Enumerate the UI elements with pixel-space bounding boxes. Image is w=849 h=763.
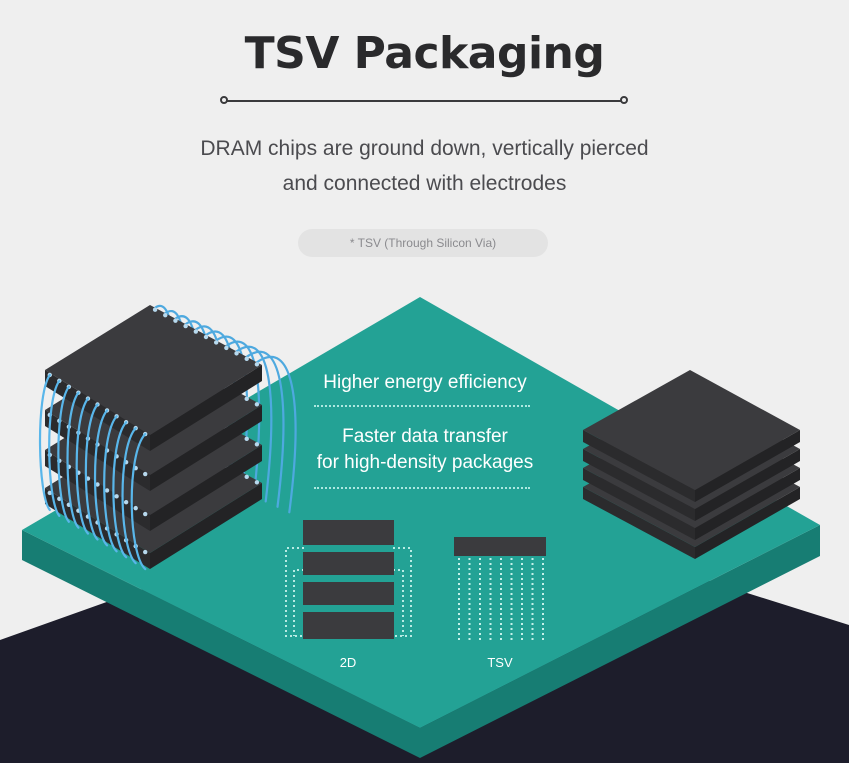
tsv-pin: [203, 334, 209, 340]
benefit-divider-1: [314, 405, 530, 407]
subtitle-line-2: and connected with electrodes: [282, 172, 567, 195]
front-wire-4: [66, 391, 80, 529]
front-wire-6: [84, 403, 99, 541]
subtitle-line-1: DRAM chips are ground down, vertically p…: [200, 137, 649, 160]
right-chip-stack: [583, 370, 800, 559]
tsv-pin: [244, 436, 249, 442]
label-tsv: TSV: [487, 655, 513, 670]
2d-stack-diagram: [285, 520, 412, 639]
benefit-faster-transfer-line-1: Faster data transfer: [342, 426, 508, 447]
underline-right-dot: [620, 96, 628, 104]
front-wire-9: [112, 421, 128, 559]
front-wire-10: [121, 427, 137, 565]
tsv-pin: [213, 340, 219, 345]
2d-chip-3: [303, 582, 394, 605]
tsv-pin: [143, 471, 148, 477]
tsv-pin: [95, 482, 100, 487]
tsv-pin: [133, 505, 138, 511]
platform-top: [22, 297, 820, 728]
front-wire-2: [48, 379, 61, 517]
2d-chip-1: [303, 520, 394, 545]
tsv-pin: [244, 356, 249, 362]
tsv-pin: [47, 490, 52, 496]
front-wire-5: [75, 397, 90, 535]
tsv-pin: [244, 474, 249, 480]
tsv-pin: [173, 318, 178, 323]
benefit-faster-transfer-line-2: for high-density packages: [316, 452, 534, 473]
benefit-energy-efficiency: Higher energy efficiency: [323, 372, 527, 393]
tsv-pin: [123, 500, 129, 505]
left-stack-front-wires: [38, 373, 147, 571]
tsv-pin: [254, 442, 260, 447]
tsv-pin: [152, 307, 158, 312]
tsv-pin: [143, 511, 148, 517]
title-underline: [220, 96, 628, 104]
2d-chip-4: [303, 612, 394, 639]
tsv-pin: [163, 312, 168, 318]
tsv-pin: [183, 323, 188, 329]
tsv-pin: [104, 488, 110, 493]
back-wire-11: [255, 355, 297, 514]
front-wire-11: [130, 432, 147, 571]
tsv-pin: [193, 329, 199, 334]
tsv-stack-diagram: [454, 537, 546, 640]
tsv-footnote-badge: * TSV (Through Silicon Via): [298, 229, 548, 257]
tsv-top-chip: [454, 537, 546, 556]
tsv-pin: [234, 351, 239, 356]
tsv-pin: [143, 549, 148, 555]
left-stack-chip-4: [45, 305, 262, 451]
tsv-pin: [254, 362, 260, 367]
tsv-pin: [244, 396, 249, 402]
underline-left-dot: [220, 96, 228, 104]
benefit-divider-2: [314, 487, 530, 489]
front-wire-3: [57, 385, 70, 523]
label-2d: 2D: [339, 655, 357, 670]
right-stack-chip-4: [583, 370, 800, 502]
front-wire-1: [38, 373, 51, 512]
tsv-pin: [254, 480, 260, 485]
tsv-pin: [254, 402, 260, 407]
back-wire-10: [245, 350, 285, 508]
tsv-pin: [114, 494, 119, 499]
left-tsv-chip-stack: [45, 305, 262, 569]
tsv-pin: [224, 345, 229, 351]
front-wire-7: [93, 409, 109, 547]
page-title: TSV Packaging: [244, 28, 605, 79]
back-wire-9: [235, 345, 273, 503]
front-wire-8: [103, 415, 118, 553]
2d-chip-2: [303, 552, 394, 575]
